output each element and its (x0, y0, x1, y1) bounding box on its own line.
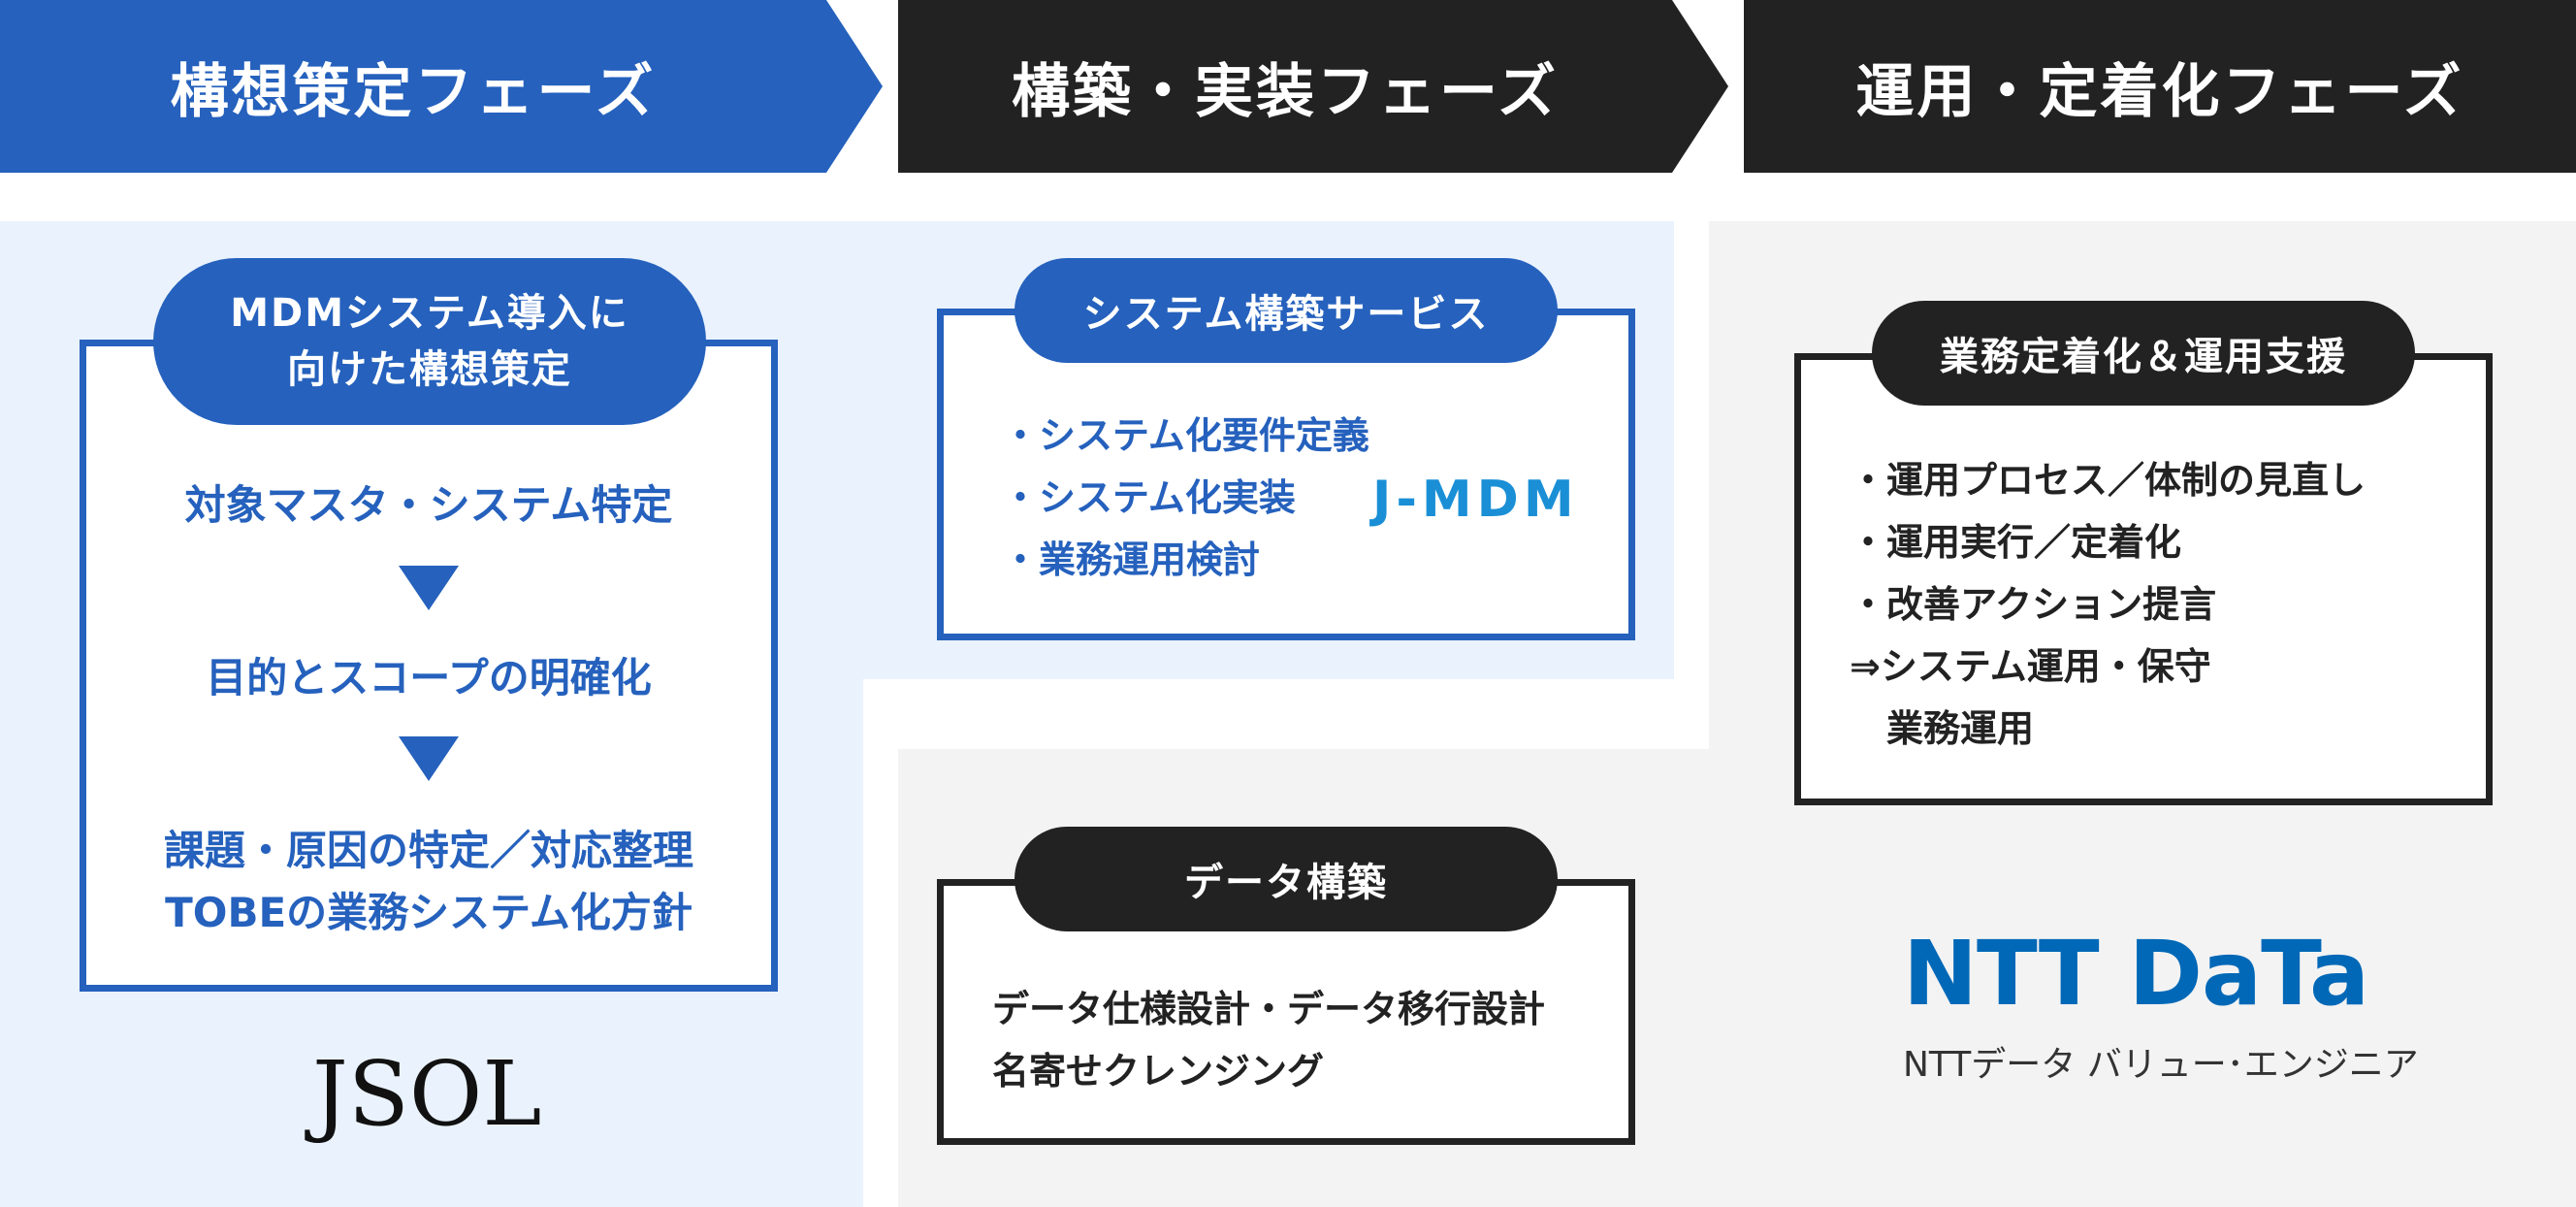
phase-operation-header: 運用・定着化フェーズ (1744, 0, 2576, 173)
concept-pill-line-1: MDMシステム導入に (230, 291, 629, 336)
jsol-logo: JSOL (312, 1042, 542, 1146)
data-build-line-2: 名寄せクレンジング (992, 1050, 1325, 1093)
list-item: ・運用プロセス／体制の見直し (1850, 459, 2367, 502)
operation-list: ・運用プロセス／体制の見直し ・運用実行／定着化 ・改善アクション提言 ⇒システ… (1850, 449, 2366, 760)
list-item: ⇒システム運用・保守 (1850, 645, 2211, 688)
list-item: ・業務運用検討 (1002, 538, 1261, 581)
system-build-pill-label: システム構築サービス (1082, 292, 1490, 337)
phase-build-label: 構築・実装フェーズ (1012, 57, 1559, 126)
list-item: ・運用実行／定着化 (1850, 521, 2182, 564)
phase-operation-label: 運用・定着化フェーズ (1855, 57, 2464, 126)
system-build-card: ・システム化要件定義 ・システム化実装 ・業務運用検討 J-MDM (937, 309, 1635, 640)
data-build-line-1: データ仕様設計・データ移行設計 (992, 988, 1546, 1030)
operation-pill-label: 業務定着化＆運用支援 (1940, 335, 2347, 379)
down-arrow-icon (399, 736, 459, 781)
list-item: ・システム化要件定義 (1002, 414, 1369, 457)
phase-build-header: 構築・実装フェーズ (898, 0, 1728, 173)
concept-pill: MDMシステム導入に 向けた構想策定 (153, 258, 706, 425)
operation-pill: 業務定着化＆運用支援 (1872, 301, 2415, 406)
down-arrow-icon (399, 566, 459, 610)
system-build-pill: システム構築サービス (1014, 258, 1558, 363)
ntt-data-logo-subtitle: NTTデータ バリュー･エンジニア (1903, 1045, 2419, 1085)
concept-step-3-line-1: 課題・原因の特定／対応整理 (163, 827, 693, 874)
data-build-pill: データ構築 (1014, 827, 1558, 931)
phase-concept-header: 構想策定フェーズ (0, 0, 883, 173)
system-build-list: ・システム化要件定義 ・システム化実装 ・業務運用検討 (1002, 405, 1369, 591)
list-item: ・システム化実装 (1002, 476, 1296, 519)
concept-step-1: 対象マスタ・システム特定 (184, 481, 673, 529)
ntt-data-logo: NTT DaTa (1903, 922, 2369, 1026)
concept-card: 対象マスタ・システム特定 目的とスコープの明確化 課題・原因の特定／対応整理 T… (80, 340, 778, 992)
jmdm-logo: J-MDM (1372, 471, 1579, 529)
concept-step-3-line-2: TOBEの業務システム化方針 (165, 889, 692, 936)
concept-step-2: 目的とスコープの明確化 (206, 654, 652, 701)
operation-card: ・運用プロセス／体制の見直し ・運用実行／定着化 ・改善アクション提言 ⇒システ… (1794, 353, 2493, 805)
concept-pill-line-2: 向けた構想策定 (287, 347, 572, 392)
list-item: 業務運用 (1850, 707, 2035, 750)
phase-concept-label: 構想策定フェーズ (170, 57, 657, 126)
data-build-pill-label: データ構築 (1184, 861, 1388, 905)
list-item: ・改善アクション提言 (1850, 583, 2217, 626)
